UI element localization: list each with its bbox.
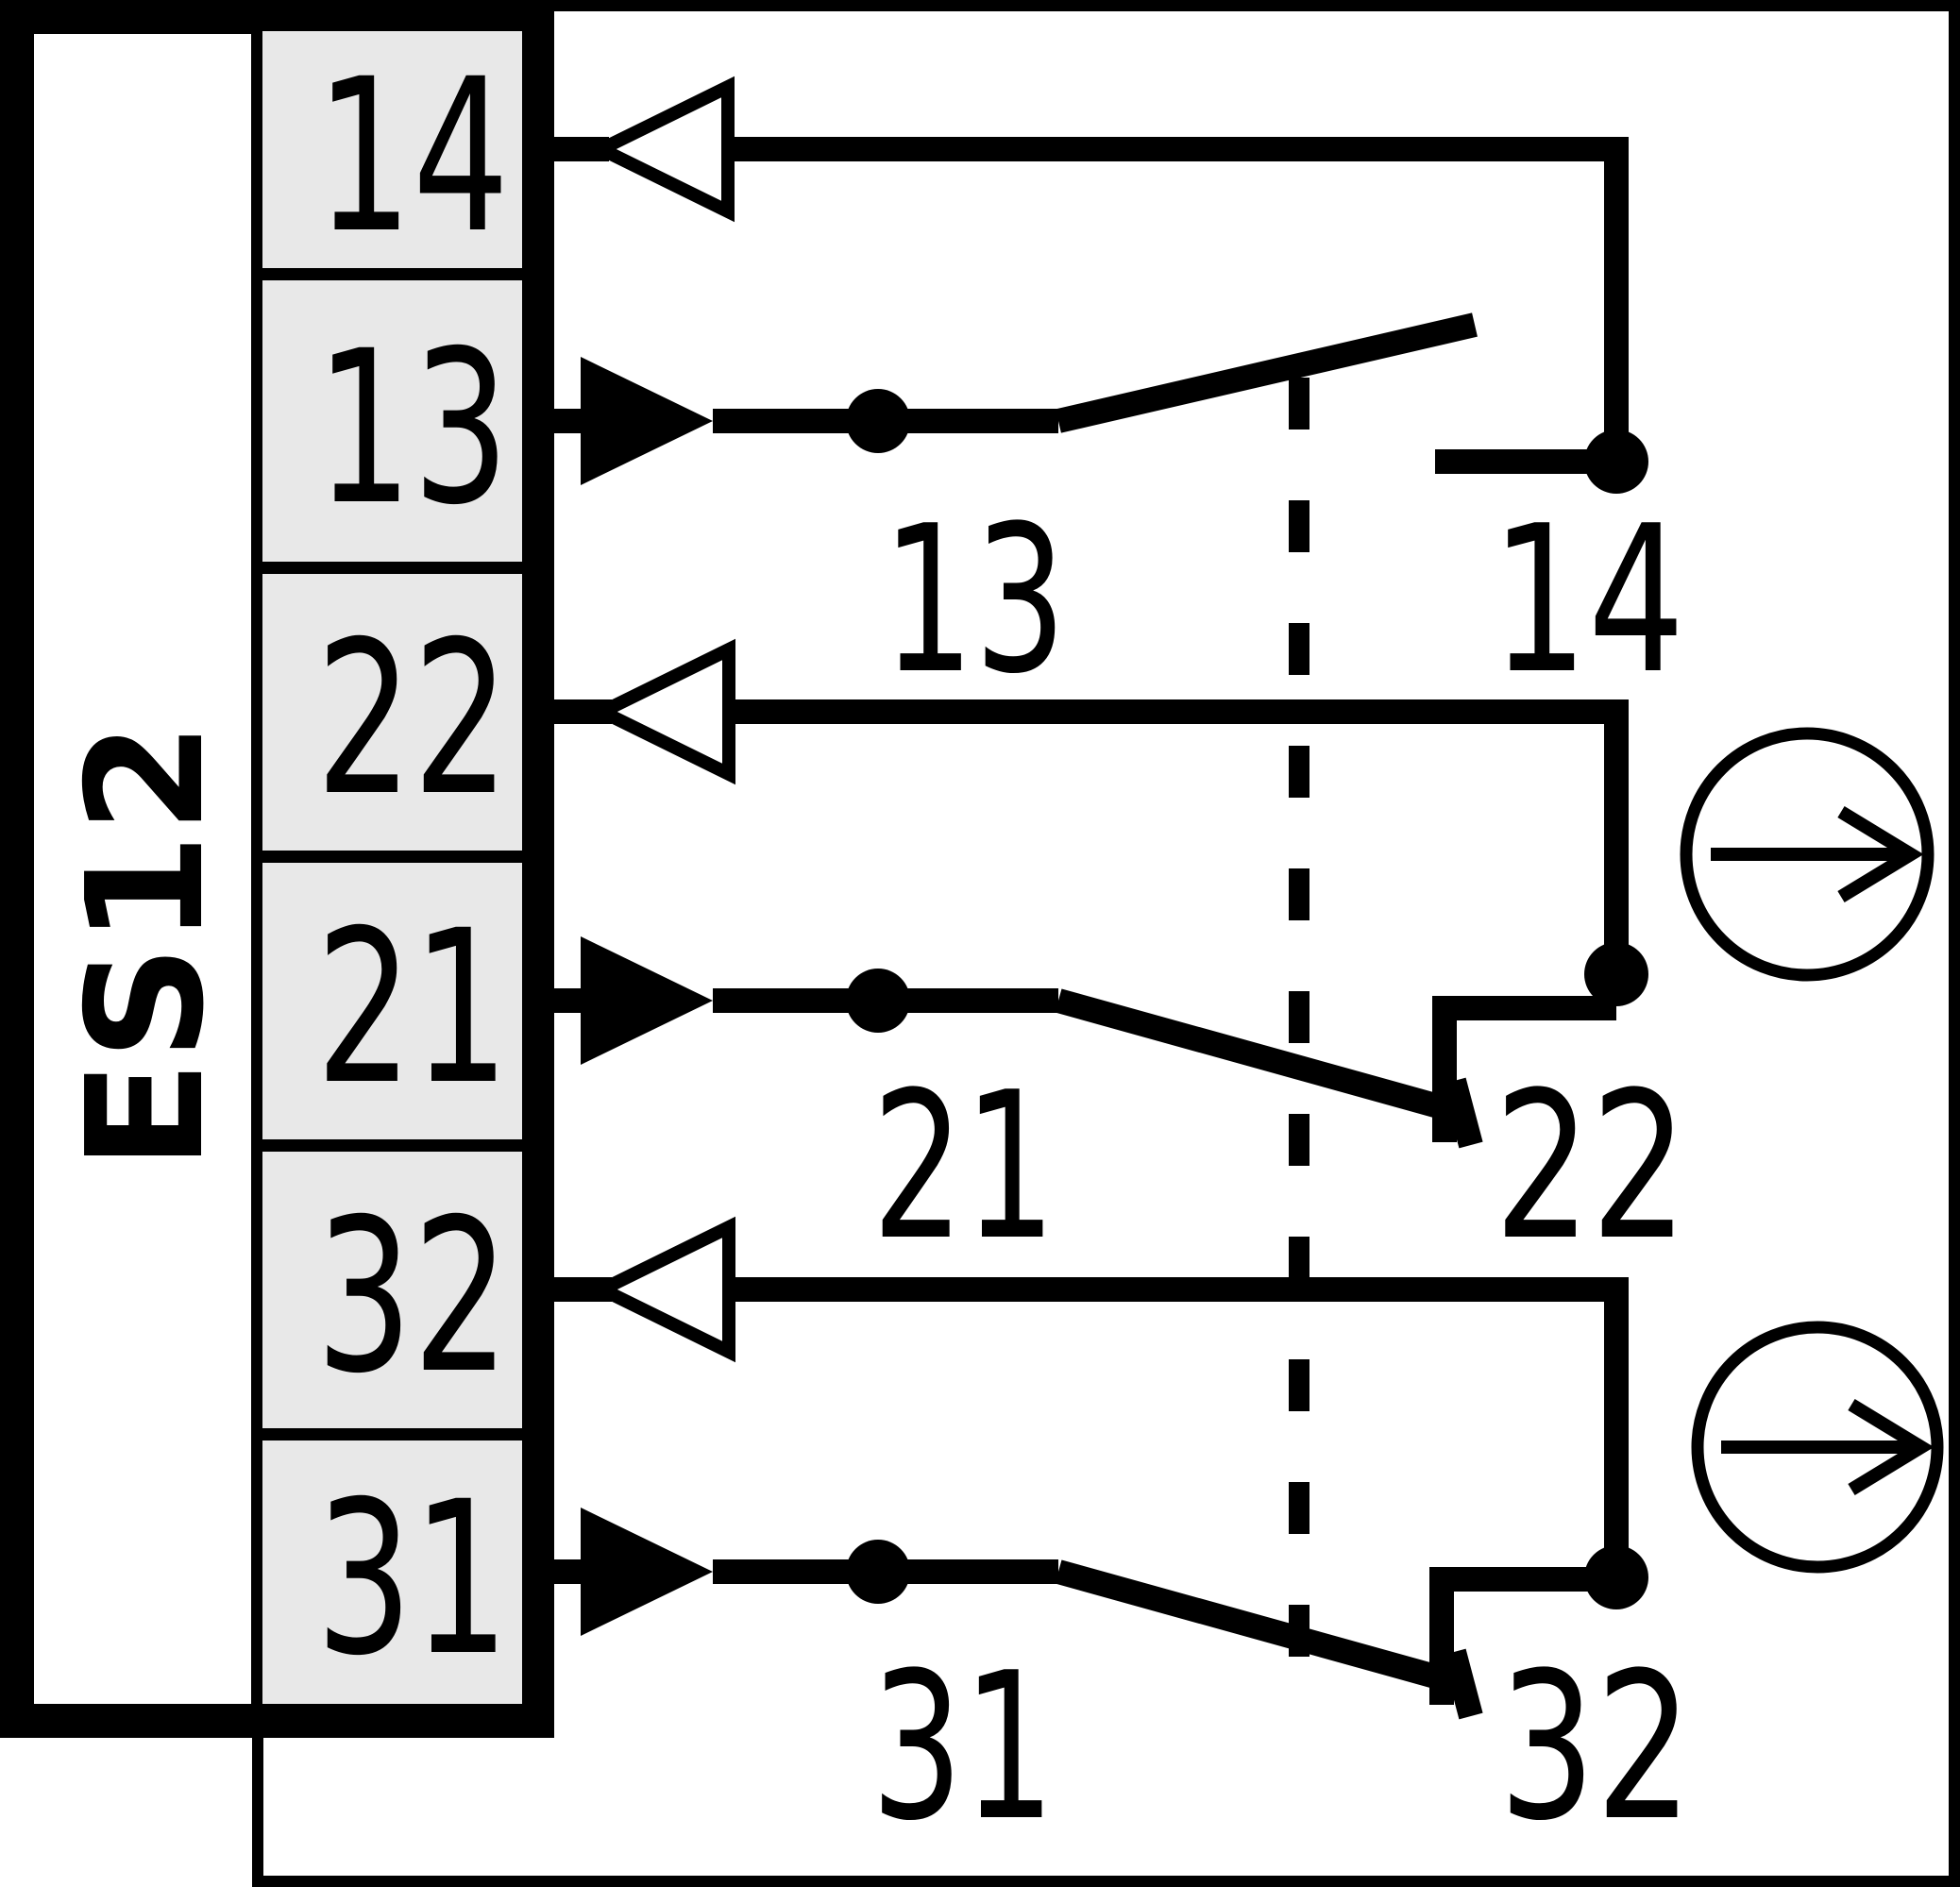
blade-tip-stop-31 <box>1442 1648 1483 1720</box>
circuit-label-14: 14 <box>1492 481 1685 718</box>
contact-dot-22 <box>1584 942 1648 1006</box>
terminal-cell-32 <box>262 1152 522 1428</box>
terminal-label-22: 22 <box>316 596 510 842</box>
blade-tip-stop-21 <box>1442 1077 1483 1149</box>
device-label: ES12 <box>53 721 240 1170</box>
switch-blade-31-32 <box>1055 1559 1466 1696</box>
outline-arrow-left-icon-22 <box>587 638 735 785</box>
actuator-arrow-head-2 <box>1848 1399 1935 1495</box>
filled-arrow-right-icon-31 <box>581 1508 713 1636</box>
contact-dot-31 <box>846 1540 910 1604</box>
actuator-direction-icon-1 <box>1680 727 1935 982</box>
terminal-label-32: 32 <box>316 1173 510 1420</box>
switch-blade-21-22 <box>1055 988 1466 1125</box>
terminal-label-14: 14 <box>316 33 510 279</box>
contact-dot-21 <box>846 969 910 1033</box>
terminal-label-31: 31 <box>316 1456 510 1702</box>
terminal-cell-13 <box>262 280 522 562</box>
terminal-strip: 14 13 22 21 32 31 <box>262 31 522 1704</box>
actuator-arrow-head-1 <box>1837 806 1924 902</box>
actuator-circle-1 <box>1680 727 1935 982</box>
circuit-label-21: 21 <box>872 1048 1056 1285</box>
circuit-label-32: 32 <box>1499 1628 1693 1865</box>
nc-contact-21-22: 21 22 <box>554 638 1688 1285</box>
fixed-contact-32 <box>1429 1567 1616 1705</box>
filled-arrow-right-icon-13 <box>581 357 713 485</box>
terminal-cell-31 <box>262 1441 522 1704</box>
contact-dot-13 <box>846 389 910 453</box>
outline-arrow-left-icon-32 <box>587 1216 735 1363</box>
actuator-circle-2 <box>1691 1321 1944 1574</box>
outline-arrow-left-icon-14 <box>586 76 735 223</box>
circuit-label-22: 22 <box>1495 1048 1688 1285</box>
nc-contact-31-32: 31 32 <box>554 1216 1693 1865</box>
circuit-label-31: 31 <box>871 1628 1056 1865</box>
actuator-direction-icon-2 <box>1691 1321 1944 1574</box>
terminal-label-13: 13 <box>316 305 510 551</box>
switch-blade-13-14 <box>1056 312 1478 433</box>
terminal-cell-21 <box>262 863 522 1139</box>
wire-32 <box>729 1277 1629 1577</box>
no-contact-13-14: 13 14 <box>554 76 1685 718</box>
contact-dot-14 <box>1584 430 1648 494</box>
terminal-cell-14 <box>262 31 522 268</box>
terminal-cell-22 <box>262 574 522 851</box>
device-box <box>34 34 251 1704</box>
terminal-label-21: 21 <box>316 885 510 1131</box>
filled-arrow-right-icon-21 <box>581 936 713 1065</box>
wire-22 <box>729 699 1629 974</box>
wire-14 <box>728 137 1629 462</box>
circuit-label-13: 13 <box>883 481 1067 718</box>
